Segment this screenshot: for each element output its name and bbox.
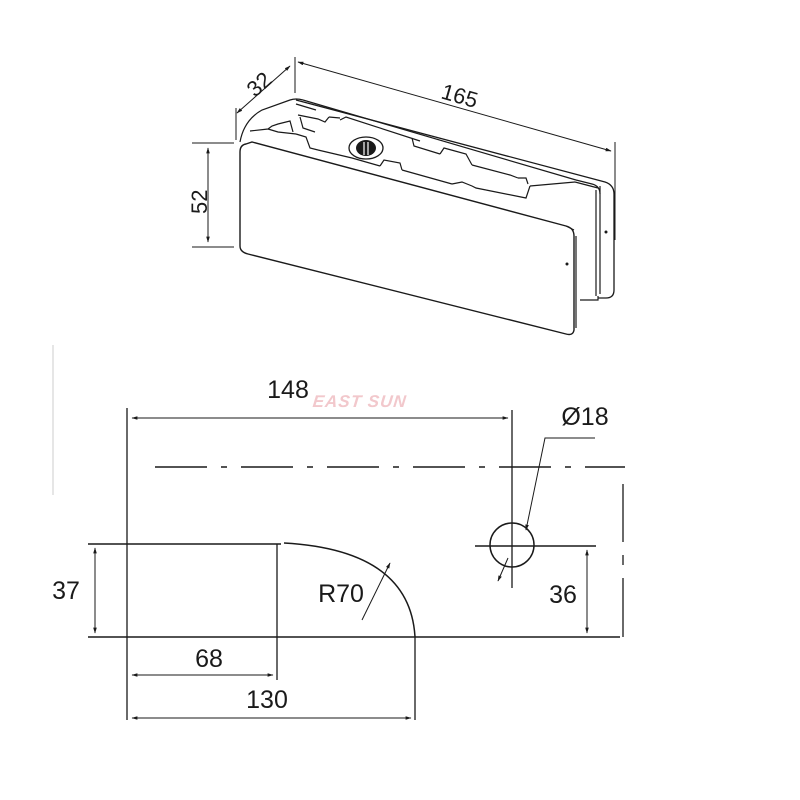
isometric-dimensions [192, 57, 616, 248]
dim-label-148: 148 [267, 376, 309, 404]
dim-label-165: 165 [439, 79, 481, 113]
radius-arc [283, 542, 416, 638]
dim-label-37: 37 [52, 577, 80, 605]
pivot-hole [475, 410, 596, 588]
dim-label-36: 36 [549, 581, 577, 609]
dim-label-18: Ø18 [561, 403, 608, 431]
isometric-view [239, 98, 615, 336]
dim-label-r70: R70 [318, 580, 364, 608]
lock-cylinder [348, 136, 384, 160]
dim-18-leader [525, 437, 595, 531]
rear-plate [295, 99, 615, 301]
dim-label-130: 130 [246, 686, 288, 714]
front-plate [239, 141, 577, 336]
watermark-text: EAST SUN [312, 392, 408, 411]
dim-r70-leader [361, 562, 391, 621]
dim-165-line [297, 61, 612, 152]
dim-32-line [236, 65, 291, 114]
side-view [52, 345, 625, 720]
dim-18-tail [497, 557, 509, 582]
dim-label-32: 32 [242, 67, 277, 102]
dim-label-52: 52 [187, 190, 212, 214]
dim-label-68: 68 [195, 645, 223, 673]
side-view-dimensions [93, 416, 595, 720]
